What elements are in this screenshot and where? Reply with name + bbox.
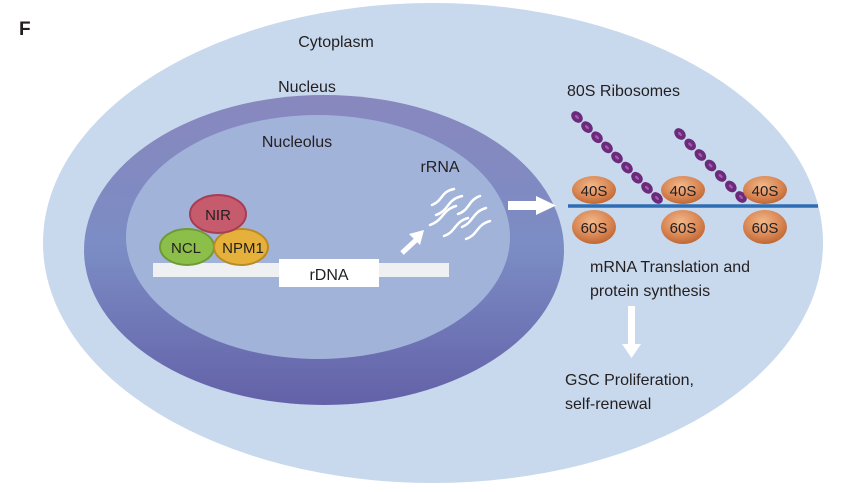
bead-highlight [688, 142, 693, 147]
subunit-60s [572, 210, 616, 244]
down-arrow-icon [622, 306, 641, 358]
bead-highlight [708, 163, 713, 168]
bead-highlight [575, 115, 579, 119]
subunit-60s [661, 210, 705, 244]
subunit-40s [661, 176, 705, 204]
rrna-label: rRNA [420, 159, 459, 176]
subunit-60s-label: 60S [670, 220, 697, 237]
bead-highlight [635, 175, 639, 180]
subunit-40s-label: 40S [752, 183, 779, 200]
rrna-strands-icon [428, 187, 492, 241]
bead-highlight [605, 145, 609, 150]
bead-highlight [698, 152, 703, 158]
ribosome-group: 40S 60S 40S 60S 40S 60S [572, 176, 787, 244]
bead-highlight [739, 194, 743, 200]
bead-highlight [595, 135, 599, 140]
subunit-60s [743, 210, 787, 244]
panel-label: F [19, 19, 31, 40]
rdna-label: rDNA [309, 267, 348, 284]
ribosomes-title: 80S Ribosomes [567, 83, 680, 100]
outcome-label-line1: GSC Proliferation, [565, 372, 694, 389]
bead-highlight [625, 165, 629, 170]
subunit-40s-label: 40S [670, 183, 697, 200]
transcription-arrow-icon [400, 230, 424, 255]
bead-highlight [615, 155, 619, 160]
nir-label: NIR [205, 207, 231, 224]
subunit-60s-label: 60S [581, 220, 608, 237]
bead-highlight [718, 173, 723, 179]
subunit-40s-label: 40S [581, 183, 608, 200]
subunit-40s [743, 176, 787, 204]
npm1-protein [213, 228, 269, 266]
peptide-chains [571, 111, 747, 204]
nir-protein [189, 194, 247, 234]
cytoplasm-label: Cytoplasm [298, 34, 374, 51]
subunit-60s-label: 60S [752, 220, 779, 237]
process-label-line2: protein synthesis [590, 283, 710, 300]
bead-highlight [655, 196, 659, 200]
bead-highlight [585, 125, 589, 130]
process-label-line1: mRNA Translation and [590, 259, 750, 276]
nucleus-label: Nucleus [278, 79, 336, 96]
rdna-box [279, 259, 379, 287]
subunit-40s [572, 176, 616, 204]
bead-highlight [645, 185, 649, 190]
bead-highlight [678, 131, 682, 137]
outcome-label-line2: self-renewal [565, 396, 651, 413]
nucleolus-label: Nucleolus [262, 134, 332, 151]
ncl-label: NCL [171, 240, 201, 257]
npm1-label: NPM1 [222, 240, 264, 257]
export-arrow-icon [508, 196, 556, 215]
bead-highlight [728, 184, 733, 189]
nucleolus-region [126, 115, 510, 359]
